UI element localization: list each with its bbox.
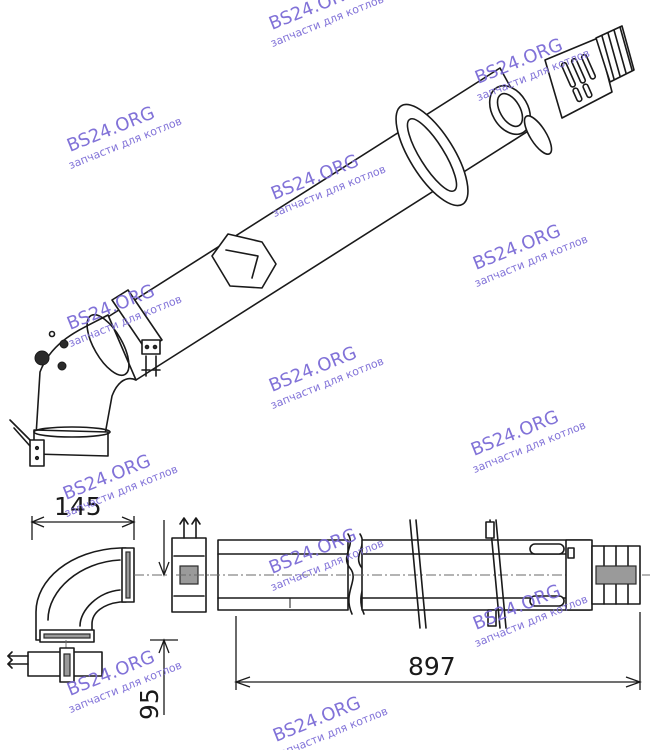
outer-flange xyxy=(523,115,553,155)
dimension-label-145: 145 xyxy=(54,492,102,521)
watermark: BS24.ORG запчасти для котлов xyxy=(64,102,184,171)
long-coaxial-pipe xyxy=(99,67,534,381)
wall-flange xyxy=(395,103,469,207)
vent-slots xyxy=(560,53,597,103)
dimension-label-897: 897 xyxy=(408,652,456,681)
watermark: BS24.ORG запчасти для котлов xyxy=(270,692,390,750)
watermark: BS24.ORG запчасти для котлов xyxy=(266,0,386,50)
elbow-clamp-view xyxy=(7,647,103,683)
dimension-label-95: 95 xyxy=(135,688,164,720)
pipe-clamp-end-view xyxy=(171,517,224,613)
pipe-side-view xyxy=(210,519,650,629)
dimension-pipe-length: 897 xyxy=(234,612,642,690)
watermark: BS24.ORG запчасти для котлов xyxy=(64,646,184,715)
side-terminal xyxy=(529,539,641,611)
watermark: BS24.ORG запчасти для котлов xyxy=(266,342,386,411)
dimension-elbow-width: 145 xyxy=(30,492,136,540)
pipe-clamp xyxy=(111,289,163,377)
elbow-90 xyxy=(9,313,137,467)
watermark: BS24.ORG запчасти для котлов xyxy=(468,406,588,475)
watermark: BS24.ORG запчасти для котлов xyxy=(470,220,590,289)
elbow-front-view xyxy=(35,547,168,660)
isometric-assembly-view xyxy=(9,25,635,467)
terminal-head xyxy=(544,25,635,119)
dimension-elbow-height: 95 xyxy=(135,520,178,720)
side-wall-flange xyxy=(409,519,507,629)
